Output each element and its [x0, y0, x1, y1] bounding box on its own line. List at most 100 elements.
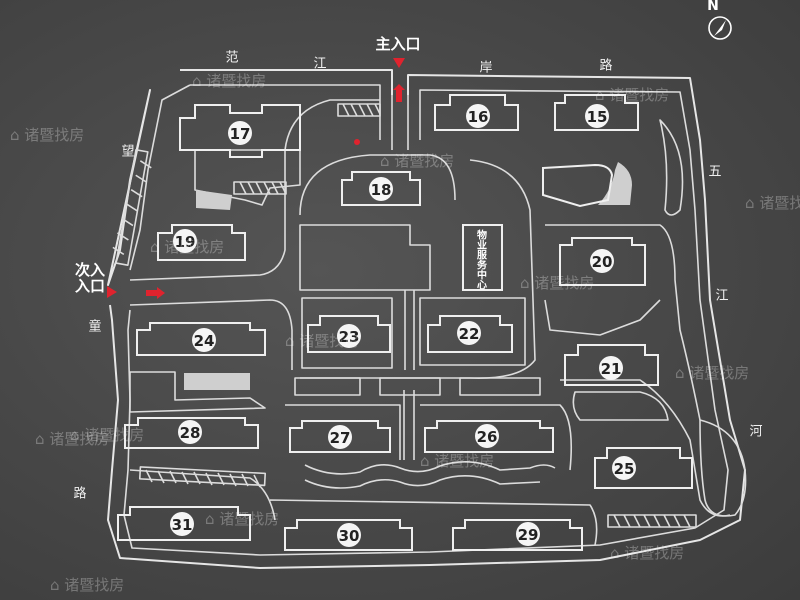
building-27-number[interactable]: 27 [328, 425, 352, 449]
building-30[interactable] [284, 519, 413, 551]
building-number-text: 25 [614, 460, 635, 478]
road-labels: 范江岸路望童路五江河 [73, 51, 762, 502]
parking-bay-north-west [233, 181, 287, 195]
building-number-badge [516, 522, 540, 546]
green-patch-east [598, 162, 632, 205]
building-15-number[interactable]: 15 [585, 104, 609, 128]
main-entrance[interactable]: 主入口 [375, 35, 421, 102]
service-center-char: 中 [477, 269, 487, 282]
building-20[interactable] [559, 237, 646, 286]
building-service-center[interactable] [462, 224, 503, 291]
block-east-mid [572, 391, 669, 421]
building-17[interactable] [179, 104, 301, 158]
building-number-badge [585, 104, 609, 128]
building-number-text: 30 [339, 527, 360, 545]
building-21-number[interactable]: 21 [599, 356, 623, 380]
building-number-badge [612, 456, 636, 480]
building-29[interactable] [452, 519, 583, 551]
building-26-number[interactable]: 26 [475, 424, 499, 448]
building-number-text: 20 [592, 253, 613, 271]
watermark-text: ⌂ 诸暨找房 [745, 194, 800, 212]
building-28[interactable] [124, 417, 259, 449]
watermark-text: ⌂ 诸暨找房 [10, 126, 84, 144]
building-27[interactable] [289, 420, 391, 453]
building-19[interactable] [157, 224, 246, 261]
building-number-text: 26 [477, 428, 498, 446]
building-23-number[interactable]: 23 [337, 324, 361, 348]
block-west-mid [129, 371, 266, 413]
building-26[interactable] [424, 420, 554, 453]
building-20-number[interactable]: 20 [590, 249, 614, 273]
building-18[interactable] [341, 171, 421, 206]
building-number-badge [599, 356, 623, 380]
building-19-number[interactable]: 19 [173, 229, 197, 253]
green-patch-south-west [184, 373, 250, 390]
service-center-char: 业 [477, 239, 487, 252]
building-21[interactable] [564, 344, 659, 386]
road-label-north: 范 [225, 51, 238, 66]
inner-boundary-west [129, 84, 191, 271]
inner-boundary [123, 84, 729, 556]
parking-bay-south-west [138, 466, 267, 488]
building-east-curved[interactable] [542, 163, 614, 208]
building-number-text: 24 [194, 332, 215, 350]
building-30-number[interactable]: 30 [337, 523, 361, 547]
road-label-east: 五 [708, 165, 721, 180]
building-number-text: 27 [330, 429, 351, 447]
building-29-number[interactable]: 29 [516, 522, 540, 546]
building-23[interactable] [307, 315, 391, 353]
service-center-char: 心 [477, 280, 487, 292]
building-number-text: 29 [518, 526, 539, 544]
building-number-badge [173, 229, 197, 253]
building-17-number[interactable]: 17 [228, 121, 252, 145]
building-22[interactable] [427, 315, 513, 353]
road-label-west: 望 [121, 144, 134, 160]
east-green-strip [659, 119, 684, 216]
compass: N [707, 0, 732, 40]
secondary-entrance[interactable]: 次入 入口 [75, 261, 165, 299]
secondary-entrance-marker-icon [146, 290, 158, 296]
watermark-text: ⌂ 诸暨找房 [380, 152, 454, 170]
building-31[interactable] [117, 506, 251, 541]
south-road [129, 404, 598, 546]
building-number-labels: 15 16 17 18 19 20 21 22 23 24 25 26 27 28 29 30 31 [170, 104, 636, 547]
building-number-text: 31 [172, 516, 193, 534]
watermark-text: ⌂ 诸暨找房 [150, 238, 224, 256]
site-boundary [107, 69, 746, 569]
building-24[interactable] [136, 322, 266, 356]
parking-bay-west [112, 149, 152, 266]
building-number-text: 19 [175, 233, 196, 251]
building-15[interactable] [554, 94, 639, 131]
parking-bay-south-east [607, 514, 697, 528]
building-24-number[interactable]: 24 [192, 328, 216, 352]
building-number-badge [457, 321, 481, 345]
service-center-char: 服 [477, 250, 488, 262]
building-25-number[interactable]: 25 [612, 456, 636, 480]
main-entrance-marker-icon [396, 88, 402, 102]
building-28-number[interactable]: 28 [178, 420, 202, 444]
secondary-entrance-label-2: 入口 [75, 277, 105, 295]
building-18-number[interactable]: 18 [369, 177, 393, 201]
watermark-text: ⌂ 诸暨找房 [675, 364, 749, 382]
building-22-number[interactable]: 22 [457, 321, 481, 345]
main-entrance-arrow-icon [393, 58, 405, 68]
building-number-badge [590, 249, 614, 273]
building-31-number[interactable]: 31 [170, 512, 194, 536]
road-label-west: 童 [88, 319, 101, 335]
building-number-badge [228, 121, 252, 145]
watermark-text: ⌂ 诸暨找房 [192, 72, 266, 90]
building-16-number[interactable]: 16 [466, 104, 490, 128]
road-label-east: 江 [715, 289, 728, 304]
building-number-badge [337, 523, 361, 547]
building-number-text: 23 [339, 328, 360, 346]
secondary-entrance-label-1: 次入 [75, 261, 105, 279]
building-number-text: 15 [587, 108, 608, 126]
building-25[interactable] [594, 447, 693, 489]
building-16[interactable] [434, 94, 519, 131]
building-number-text: 16 [468, 108, 489, 126]
building-number-badge [475, 424, 499, 448]
plaza-block-center-left [301, 297, 393, 369]
